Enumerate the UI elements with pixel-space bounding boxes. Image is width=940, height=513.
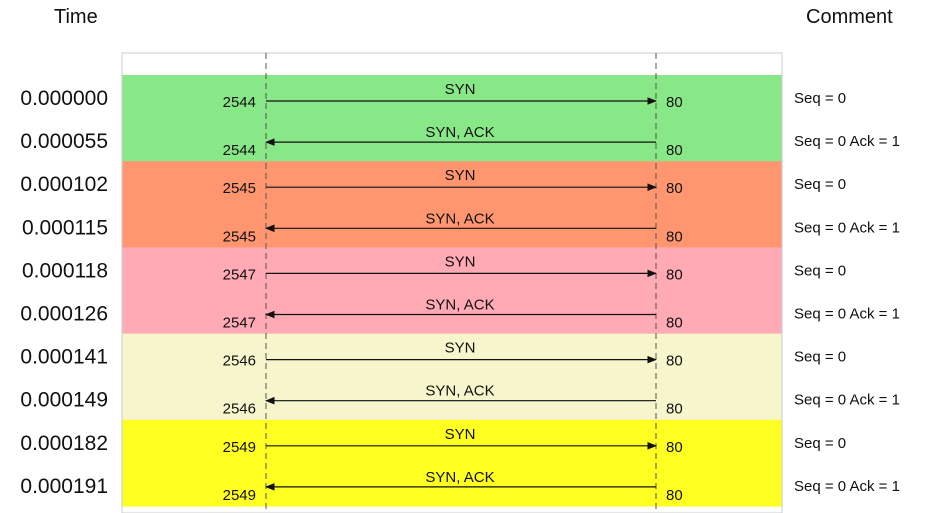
timestamp: 0.000149 bbox=[20, 389, 108, 412]
timestamp: 0.000126 bbox=[20, 303, 108, 326]
timestamp: 0.000182 bbox=[20, 432, 108, 455]
packet-row: 0.000000 2544 80 SYN Seq = 0 bbox=[20, 81, 846, 111]
source-port: 2546 bbox=[223, 353, 256, 370]
destination-port: 80 bbox=[666, 353, 683, 370]
packet-row: 0.000126 2547 80 SYN, ACK Seq = 0 Ack = 1 bbox=[20, 297, 900, 332]
timestamp: 0.000191 bbox=[20, 475, 108, 498]
source-port: 2545 bbox=[223, 228, 256, 245]
group-band bbox=[122, 333, 782, 421]
timestamp: 0.000115 bbox=[22, 216, 108, 239]
destination-port: 80 bbox=[666, 487, 683, 504]
packet-label: SYN bbox=[445, 81, 476, 98]
group-band bbox=[122, 161, 782, 248]
source-port: 2544 bbox=[223, 142, 256, 159]
destination-port: 80 bbox=[666, 266, 683, 283]
source-port: 2547 bbox=[223, 266, 256, 283]
row-comment: Seq = 0 bbox=[794, 349, 846, 366]
destination-port: 80 bbox=[666, 180, 683, 197]
destination-port: 80 bbox=[666, 315, 683, 332]
group-band bbox=[122, 247, 782, 335]
diagram-frame bbox=[121, 52, 783, 513]
timestamp: 0.000102 bbox=[20, 173, 108, 196]
timestamp: 0.000000 bbox=[20, 87, 108, 110]
source-port: 2549 bbox=[223, 487, 256, 504]
packet-row: 0.000115 2545 80 SYN, ACK Seq = 0 Ack = 1 bbox=[22, 210, 900, 245]
timestamp: 0.000141 bbox=[20, 346, 108, 369]
destination-port: 80 bbox=[666, 142, 683, 159]
timestamp: 0.000118 bbox=[22, 259, 108, 282]
row-comment: Seq = 0 bbox=[794, 262, 846, 279]
destination-port: 80 bbox=[666, 401, 683, 418]
row-comment: Seq = 0 Ack = 1 bbox=[794, 133, 900, 150]
source-port: 2544 bbox=[223, 94, 256, 111]
comment-column-header: Comment bbox=[806, 6, 893, 28]
time-column-header: Time bbox=[54, 6, 98, 28]
packet-row: 0.000182 2549 80 SYN Seq = 0 bbox=[20, 426, 846, 456]
packet-label: SYN bbox=[445, 167, 476, 184]
packet-label: SYN, ACK bbox=[425, 210, 494, 227]
packet-label: SYN bbox=[445, 340, 476, 357]
group-bands bbox=[122, 75, 782, 507]
packet-label: SYN, ACK bbox=[425, 297, 494, 314]
packet-label: SYN, ACK bbox=[425, 469, 494, 486]
row-comment: Seq = 0 bbox=[794, 176, 846, 193]
row-comment: Seq = 0 Ack = 1 bbox=[794, 306, 900, 323]
row-comment: Seq = 0 Ack = 1 bbox=[794, 392, 900, 409]
packet-label: SYN, ACK bbox=[425, 383, 494, 400]
packet-label: SYN bbox=[445, 426, 476, 443]
packet-row: 0.000118 2547 80 SYN Seq = 0 bbox=[22, 253, 846, 283]
source-port: 2545 bbox=[223, 180, 256, 197]
packet-label: SYN bbox=[445, 253, 476, 270]
packet-row: 0.000191 2549 80 SYN, ACK Seq = 0 Ack = 1 bbox=[20, 469, 900, 504]
packet-row: 0.000149 2546 80 SYN, ACK Seq = 0 Ack = 1 bbox=[20, 383, 900, 418]
source-port: 2546 bbox=[223, 401, 256, 418]
packet-label: SYN, ACK bbox=[425, 124, 494, 141]
row-comment: Seq = 0 bbox=[794, 90, 846, 107]
row-comment: Seq = 0 bbox=[794, 435, 846, 452]
packet-row: 0.000102 2545 80 SYN Seq = 0 bbox=[20, 167, 846, 197]
destination-port: 80 bbox=[666, 94, 683, 111]
packet-row: 0.000055 2544 80 SYN, ACK Seq = 0 Ack = 1 bbox=[20, 124, 900, 159]
source-port: 2549 bbox=[223, 439, 256, 456]
packet-row: 0.000141 2546 80 SYN Seq = 0 bbox=[20, 340, 846, 370]
destination-port: 80 bbox=[666, 228, 683, 245]
row-comment: Seq = 0 Ack = 1 bbox=[794, 478, 900, 495]
timestamp: 0.000055 bbox=[20, 130, 108, 153]
group-band bbox=[122, 419, 782, 507]
source-port: 2547 bbox=[223, 315, 256, 332]
row-comment: Seq = 0 Ack = 1 bbox=[794, 219, 900, 236]
destination-port: 80 bbox=[666, 439, 683, 456]
group-band bbox=[122, 75, 782, 162]
